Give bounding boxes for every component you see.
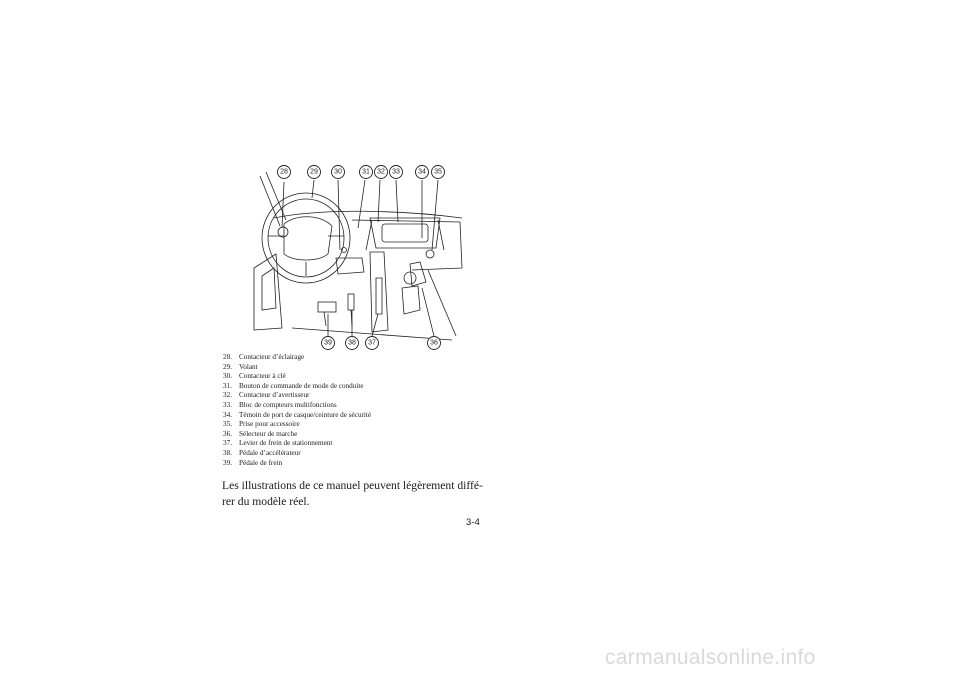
callout-39: 39 [321,336,335,350]
callout-29-label: 29 [310,169,318,176]
legend-item: 37. Levier de frein de stationnement [223,439,371,449]
legend-number: 34. [223,410,232,419]
legend-number: 33. [223,400,232,409]
legend-number: 32. [223,391,232,400]
callout-31-label: 31 [362,169,370,176]
legend-item: 31. Bouton de commande de mode de conduit… [223,382,371,392]
legend-item: 38. Pédale d’accélérateur [223,449,371,459]
legend-label: Volant [239,362,258,371]
callout-34-label: 34 [418,169,426,176]
legend-item: 30. Contacteur à clé [223,372,371,382]
legend-label: Contacteur d’éclairage [239,353,305,361]
legend-item: 32. Contacteur d’avertisseur [223,391,371,401]
light-switch-shape [277,226,289,238]
legend-label: Sélecteur de marche [239,429,298,438]
callout-38: 38 [345,336,359,350]
legend-label: Bloc de compteurs multifonctions [239,400,337,409]
callout-39-label: 39 [324,340,332,347]
illustration-note: Les illustrations de ce manuel peuvent l… [222,478,492,510]
page-number: 3-4 [466,517,480,528]
legend-number: 29. [223,362,232,371]
callout-36-label: 36 [430,340,438,347]
callout-28-label: 28 [280,169,288,176]
dashboard-illustration: 28 29 30 31 32 33 34 35 39 38 37 36 [253,165,463,350]
legend-item: 36. Sélecteur de marche [223,430,371,440]
callouts-bottom: 39 38 37 36 [321,336,441,350]
meter-shape [369,217,441,249]
legend-label: Bouton de commande de mode de conduite [239,381,364,390]
callout-29: 29 [307,165,321,179]
legend-item: 35. Prise pour accessoire [223,420,371,430]
callout-36: 36 [427,336,441,350]
legend-label: Levier de frein de stationnement [239,439,333,448]
legend-label: Pédale d’accélérateur [239,448,301,457]
steering-wheel [261,192,351,284]
legend-number: 38. [223,448,232,457]
legend-item: 28. Contacteur d’éclairage [223,353,371,363]
callout-33: 33 [389,165,403,179]
callout-32: 32 [374,165,388,179]
callout-31: 31 [359,165,373,179]
callouts-top: 28 29 30 31 32 33 34 35 [277,165,445,179]
callout-35: 35 [431,165,445,179]
legend-number: 31. [223,381,232,390]
note-line-1: Les illustrations de ce manuel peuvent l… [222,479,483,492]
legend-number: 35. [223,420,232,429]
callout-37-label: 37 [368,340,376,347]
legend-item: 34. Témoin de port de casque/ceinture de … [223,411,371,421]
legend-number: 36. [223,429,232,438]
legend-number: 28. [223,353,232,361]
callout-30-label: 30 [334,169,342,176]
note-line-2: rer du modèle réel. [222,495,310,508]
legend-item: 33. Bloc de compteurs multifonctions [223,401,371,411]
legend-label: Contacteur d’avertisseur [239,391,310,400]
callout-30: 30 [331,165,345,179]
site-watermark: carmanualsonline.info [605,646,816,669]
callout-35-label: 35 [434,169,442,176]
callout-37: 37 [365,336,379,350]
parts-legend: 28. Contacteur d’éclairage 29. Volant 30. C… [223,353,371,468]
legend-number: 30. [223,372,232,381]
legend-number: 37. [223,439,232,448]
callout-33-label: 33 [392,169,400,176]
callout-32-label: 32 [377,169,385,176]
legend-label: Contacteur à clé [239,372,286,381]
callout-34: 34 [415,165,429,179]
legend-item: 39. Pédale de frein [223,459,371,469]
legend-item: 29. Volant [223,363,371,373]
callout-38-label: 38 [348,340,356,347]
legend-number: 39. [223,458,232,467]
callout-28: 28 [277,165,291,179]
legend-label: Prise pour accessoire [239,420,300,429]
legend-label: Témoin de port de casque/ceinture de séc… [239,410,372,419]
legend-label: Pédale de frein [239,458,283,467]
